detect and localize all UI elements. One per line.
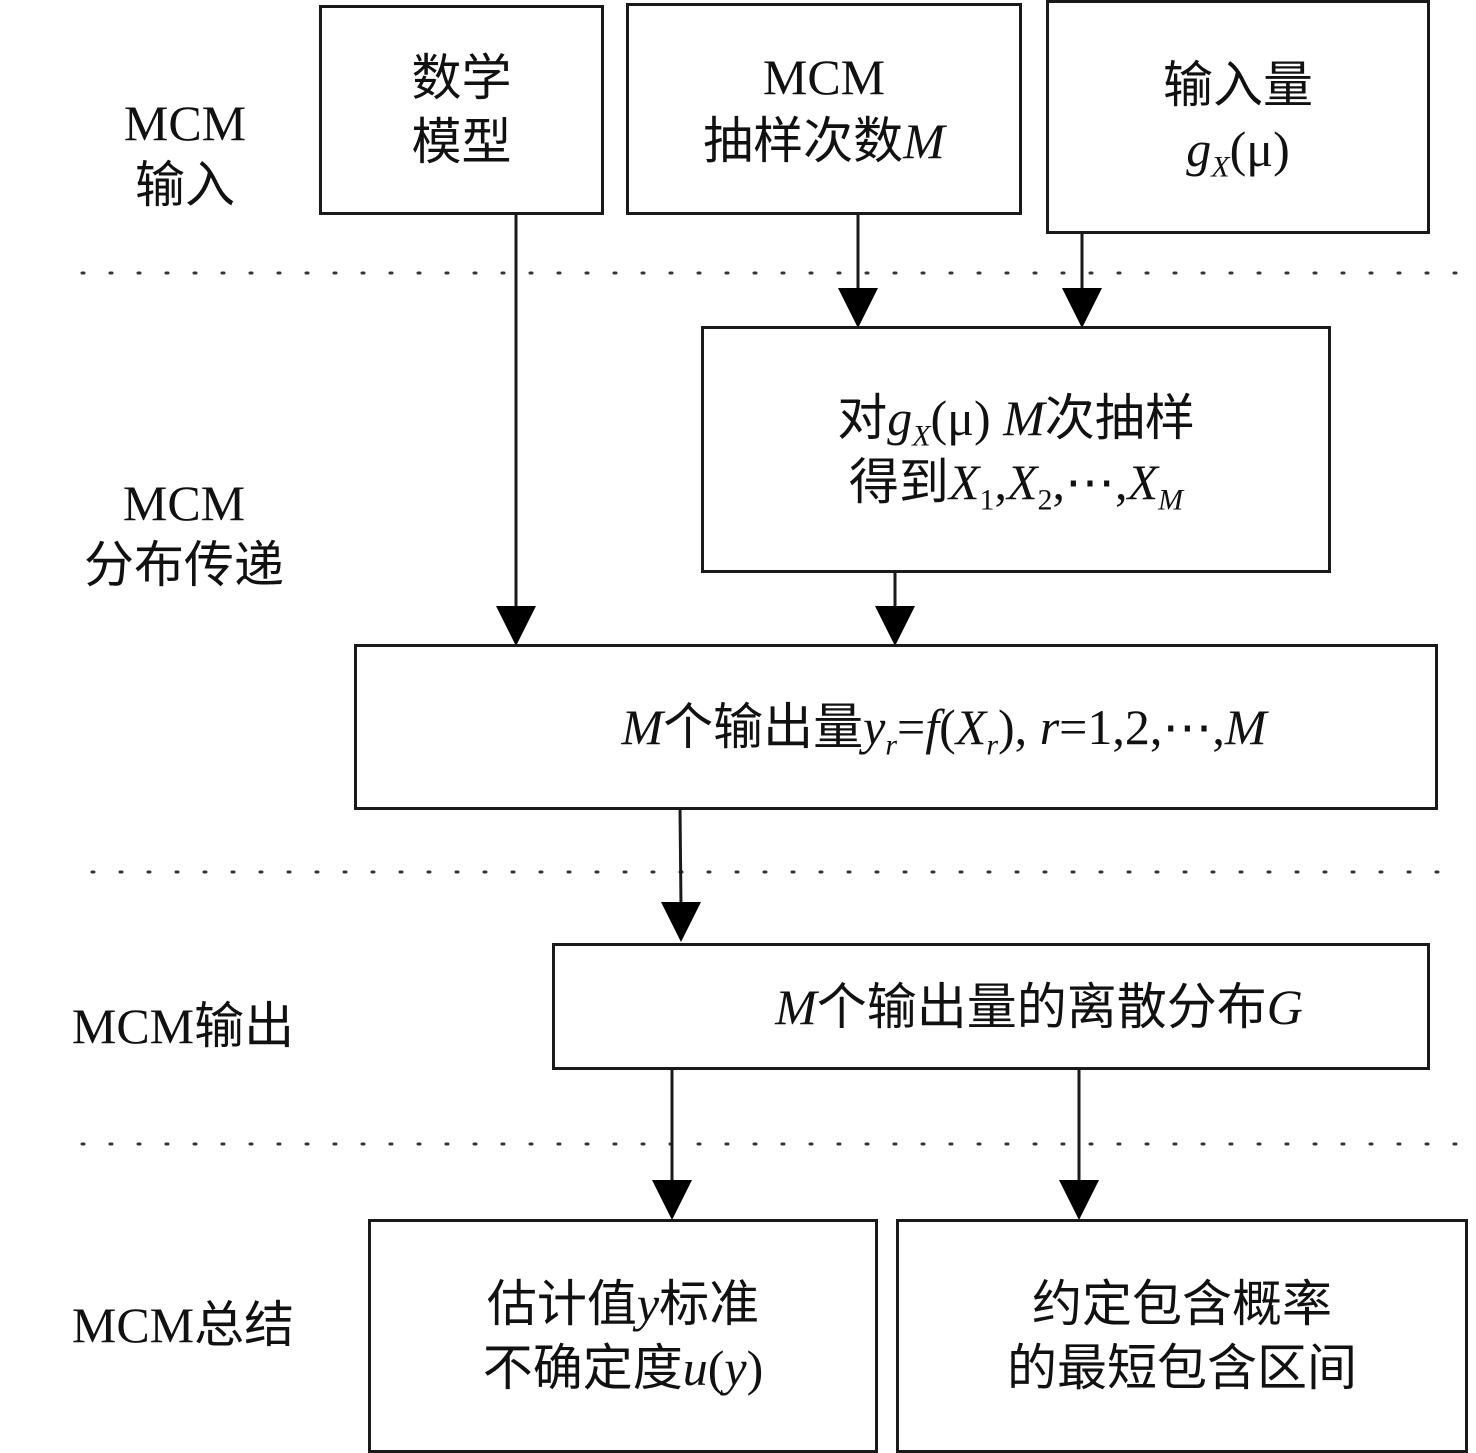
distribution-g: G xyxy=(1266,978,1303,1035)
sampling-line1: 对gX(μ) M次抽样 xyxy=(837,386,1195,452)
mcm-samples-var-m: M xyxy=(903,113,945,169)
box-estimate: 估计值y标准 不确定度u(y) xyxy=(368,1219,878,1453)
arrowhead-outputs-to-distribution xyxy=(661,902,701,942)
distribution-text: M个输出量的离散分布G xyxy=(775,975,1303,1039)
estimate-paren-close: ) xyxy=(746,1340,764,1396)
box-sampling: 对gX(μ) M次抽样 得到X1,X2,⋯,XM xyxy=(701,326,1331,573)
estimate-y: y xyxy=(636,1276,660,1332)
outputs-eq: = xyxy=(897,699,926,755)
outputs-m: M xyxy=(621,699,664,755)
stage-label-summary: MCM总结 xyxy=(56,1294,310,1356)
stage-label-summary-line1: MCM总结 xyxy=(71,1297,295,1353)
mcm-samples-line2: 抽样次数M xyxy=(703,109,945,173)
sampling-g-arg: (μ) xyxy=(930,389,1004,446)
outputs-m2: M xyxy=(1224,699,1267,755)
outputs-open: ( xyxy=(939,699,956,755)
mcm-samples-line1: MCM xyxy=(762,49,886,105)
math-model-line1: 数学 xyxy=(411,50,512,106)
box-distribution: M个输出量的离散分布G xyxy=(552,943,1430,1070)
stage-label-output: MCM输出 xyxy=(56,995,310,1057)
estimate-line1-b: 标准 xyxy=(659,1276,760,1332)
stage-label-propagation-line2: 分布传递 xyxy=(84,537,284,593)
sampling-xm: X xyxy=(1127,453,1159,510)
input-quantity-line1: 输入量 xyxy=(1163,57,1313,113)
math-model-line2: 模型 xyxy=(411,114,512,170)
sampling-prefix: 对 xyxy=(837,389,888,446)
estimate-paren-open: ( xyxy=(707,1340,725,1396)
sampling-x1-sub: 1 xyxy=(979,483,995,516)
stage-label-input-line2: 输入 xyxy=(135,157,235,213)
stage-label-propagation: MCM 分布传递 xyxy=(68,472,300,596)
outputs-f: f xyxy=(925,699,940,755)
outputs-x-sub: r xyxy=(986,728,999,762)
estimate-y2: y xyxy=(724,1340,747,1396)
sampling-x2: X xyxy=(1006,453,1038,510)
stage-label-propagation-line1: MCM xyxy=(122,475,246,531)
input-quantity-line2: gX(μ) xyxy=(1186,117,1290,184)
arrowhead-distribution-to-estimate xyxy=(652,1180,692,1220)
outputs-formula: M个输出量yr=f(Xr), r=1,2,⋯,M xyxy=(621,695,1267,762)
arrowhead-samples-to-sampling xyxy=(838,288,878,328)
sampling-g-sub: X xyxy=(912,419,931,452)
input-quantity-g: g xyxy=(1186,121,1212,177)
distribution-m: M xyxy=(775,978,817,1035)
box-math-model: 数学 模型 xyxy=(319,5,604,215)
sampling-x1: X xyxy=(948,453,980,510)
sampling-g: g xyxy=(887,389,913,446)
arrowhead-sampling-to-outputs xyxy=(875,606,915,646)
input-quantity-g-sub: X xyxy=(1211,150,1230,184)
sampling-ellipsis: ,⋯, xyxy=(1052,453,1128,510)
outputs-tail: =1,2,⋯, xyxy=(1059,699,1225,755)
estimate-u: u xyxy=(682,1340,708,1396)
stage-label-input: MCM 输入 xyxy=(90,92,280,216)
outputs-r: r xyxy=(1039,699,1060,755)
connector-outputs-to-distribution xyxy=(678,807,683,907)
stage-label-output-line1: MCM输出 xyxy=(71,998,295,1054)
estimate-line1-a: 估计值 xyxy=(486,1276,637,1332)
distribution-label: 个输出量的离散分布 xyxy=(816,978,1267,1035)
box-input-quantity: 输入量 gX(μ) xyxy=(1046,0,1430,234)
arrowhead-distribution-to-interval xyxy=(1059,1180,1099,1220)
outputs-text: 个输出量 xyxy=(663,699,864,755)
outputs-y: y xyxy=(863,699,886,755)
sampling-comma: , xyxy=(994,453,1007,510)
arrowhead-model-to-outputs xyxy=(496,606,536,646)
box-outputs: M个输出量yr=f(Xr), r=1,2,⋯,M xyxy=(354,644,1438,810)
interval-line1: 约定包含概率 xyxy=(1032,1276,1332,1332)
estimate-line1: 估计值y标准 xyxy=(487,1272,759,1336)
sampling-line2: 得到X1,X2,⋯,XM xyxy=(848,450,1184,516)
sampling-x2-sub: 2 xyxy=(1037,483,1053,516)
outputs-x: X xyxy=(955,699,987,755)
outputs-y-sub: r xyxy=(885,728,898,762)
outputs-close: ), xyxy=(998,699,1040,755)
sampling-xm-sub: M xyxy=(1158,483,1184,516)
mcm-samples-text: 抽样次数 xyxy=(703,113,904,169)
estimate-line2: 不确定度u(y) xyxy=(483,1336,764,1400)
arrowhead-input-to-sampling xyxy=(1062,288,1102,328)
box-interval: 约定包含概率 的最短包含区间 xyxy=(896,1219,1468,1453)
sampling-suffix: 次抽样 xyxy=(1044,389,1195,446)
stage-label-input-line1: MCM xyxy=(123,95,247,151)
estimate-line2-a: 不确定度 xyxy=(482,1340,683,1396)
box-mcm-samples: MCM 抽样次数M xyxy=(626,3,1022,215)
interval-line2: 的最短包含区间 xyxy=(1007,1340,1357,1396)
sampling-line2-prefix: 得到 xyxy=(848,453,949,510)
input-quantity-g-arg: (μ) xyxy=(1229,121,1290,177)
sampling-m: M xyxy=(1003,389,1045,446)
